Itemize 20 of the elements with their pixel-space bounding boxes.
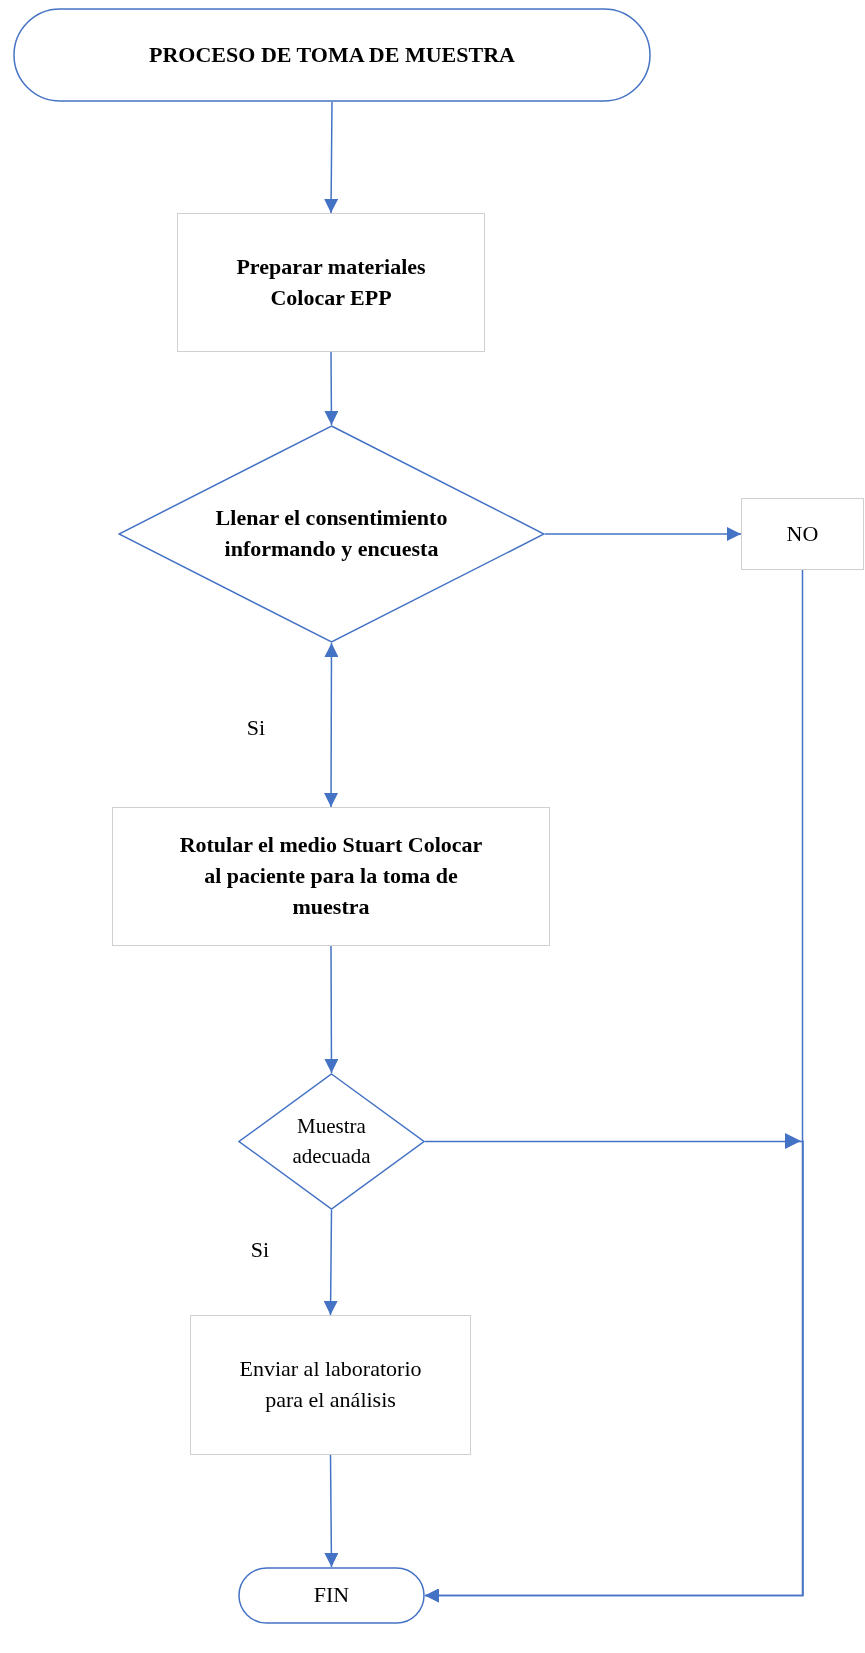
arrow bbox=[324, 351, 339, 426]
arrow bbox=[544, 527, 742, 541]
arrow bbox=[324, 101, 339, 214]
arrow bbox=[323, 1209, 338, 1316]
node-text: Enviar al laboratorio para el análisis bbox=[238, 1355, 423, 1414]
arrow bbox=[324, 642, 339, 808]
node-text: Muestra adecuada bbox=[291, 1113, 372, 1170]
node-text: FIN bbox=[313, 1581, 350, 1610]
process-box bbox=[190, 1315, 471, 1455]
arrow bbox=[324, 945, 339, 1074]
process-box bbox=[177, 213, 485, 352]
node-text: Rotular el medio Stuart Colocar al paciente para la toma de muestra bbox=[178, 831, 484, 921]
node-text: Llenar el consentimiento informando y encuesta bbox=[214, 504, 449, 563]
node-text: PROCESO DE TOMA DE MUESTRA bbox=[149, 40, 515, 69]
node-text: Preparar materiales Colocar EPP bbox=[235, 252, 427, 312]
arrow bbox=[324, 1454, 339, 1568]
process-box bbox=[741, 498, 864, 570]
process-box bbox=[112, 807, 550, 946]
arrow bbox=[424, 569, 804, 1603]
node-text: NO bbox=[786, 519, 819, 548]
